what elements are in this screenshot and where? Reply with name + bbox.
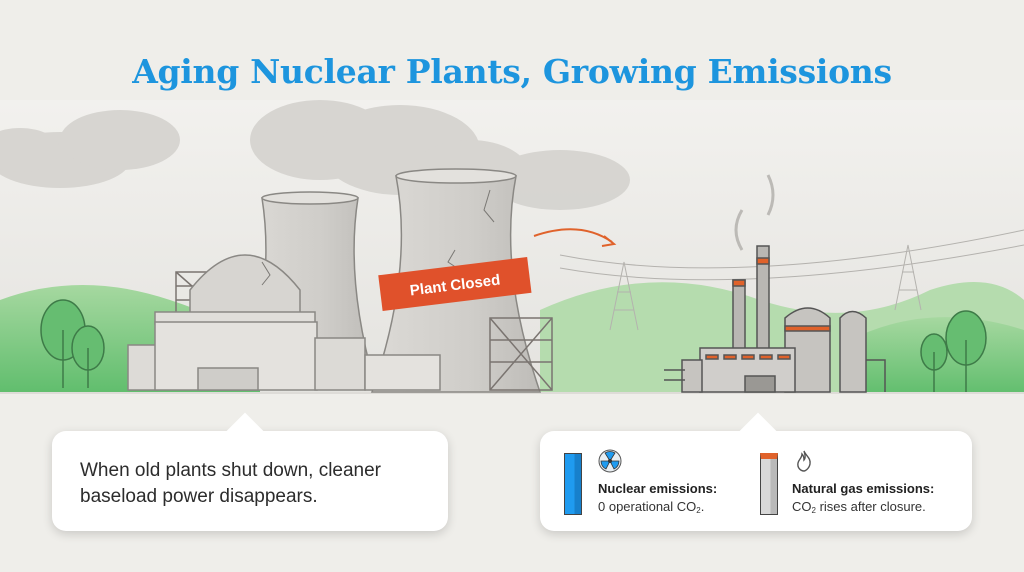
page-title: Aging Nuclear Plants, Growing Emissions [132,52,892,91]
nuclear-emissions-label: Nuclear emissions: [598,481,718,496]
gas-emissions-label: Natural gas emissions: [792,481,935,496]
nuclear-bar [564,453,582,515]
plant-closed-banner: Plant Closed [378,257,532,312]
nuclear-emissions-value: 0 operational CO2. [598,499,705,515]
gas-emissions-value: CO2 rises after closure. [792,499,926,515]
info-card-right: Nuclear emissions: 0 operational CO2. Na… [540,431,972,531]
flame-icon [797,450,811,472]
reactor-building [127,254,441,391]
radiation-icon [598,449,622,473]
gas-bar [760,453,778,515]
gas-plant [664,174,886,393]
info-card-left: When old plants shut down, cleaner basel… [52,431,448,531]
shutdown-caption: When old plants shut down, cleaner basel… [80,460,382,507]
tree-left [40,299,105,388]
tree-right [920,310,987,392]
